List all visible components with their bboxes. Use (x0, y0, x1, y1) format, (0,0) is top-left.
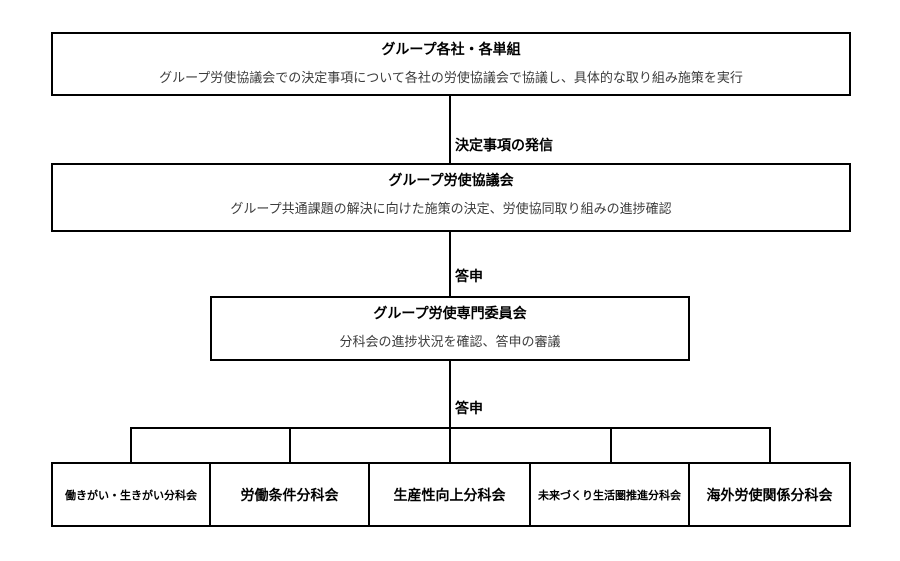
connector-label-report-2: 答申 (455, 400, 483, 416)
branch-stub-2 (289, 427, 291, 464)
box-expert-committee: グループ労使専門委員会 分科会の進捗状況を確認、答申の審議 (210, 296, 690, 361)
box-group-council: グループ労使協議会 グループ共通課題の解決に向けた施策の決定、労使協同取り組みの… (51, 163, 851, 232)
box-group-companies-description: グループ労使協議会での決定事項について各社の労使協議会で協議し、具体的な取り組み… (159, 70, 743, 85)
box-subcommittee-labor-conditions-label: 労働条件分科会 (240, 486, 339, 503)
box-subcommittee-overseas-label: 海外労使関係分科会 (706, 486, 833, 503)
branch-stub-4 (610, 427, 612, 464)
branch-stub-1 (130, 427, 132, 464)
box-group-companies-title: グループ各社・各単組 (381, 41, 521, 57)
box-subcommittee-future-living-label: 未来づくり生活圏推進分科会 (538, 489, 681, 502)
branch-stub-5 (769, 427, 771, 464)
box-subcommittee-productivity-label: 生産性向上分科会 (393, 486, 506, 503)
branch-line (130, 427, 771, 429)
connector-label-report-1: 答申 (455, 268, 483, 284)
box-group-council-description: グループ共通課題の解決に向けた施策の決定、労使協同取り組みの進捗確認 (230, 201, 672, 216)
box-subcommittee-future-living: 未来づくり生活圏推進分科会 (529, 462, 690, 527)
box-expert-committee-title: グループ労使専門委員会 (373, 305, 527, 321)
connector-line-2 (449, 230, 451, 298)
box-subcommittee-productivity: 生産性向上分科会 (368, 462, 531, 527)
box-subcommittee-ikigai: 働きがい・生きがい分科会 (51, 462, 211, 527)
box-subcommittee-ikigai-label: 働きがい・生きがい分科会 (65, 489, 197, 502)
connector-label-decision: 決定事項の発信 (455, 137, 553, 153)
box-group-companies: グループ各社・各単組 グループ労使協議会での決定事項について各社の労使協議会で協… (51, 32, 851, 96)
subcommittee-row: 働きがい・生きがい分科会 労働条件分科会 生産性向上分科会 未来づくり生活圏推進… (51, 462, 851, 527)
box-expert-committee-description: 分科会の進捗状況を確認、答申の審議 (339, 334, 561, 349)
box-subcommittee-labor-conditions: 労働条件分科会 (209, 462, 370, 527)
connector-line-1 (449, 95, 451, 165)
connector-line-3 (449, 360, 451, 464)
box-group-council-title: グループ労使協議会 (388, 172, 514, 188)
box-subcommittee-overseas: 海外労使関係分科会 (688, 462, 851, 527)
